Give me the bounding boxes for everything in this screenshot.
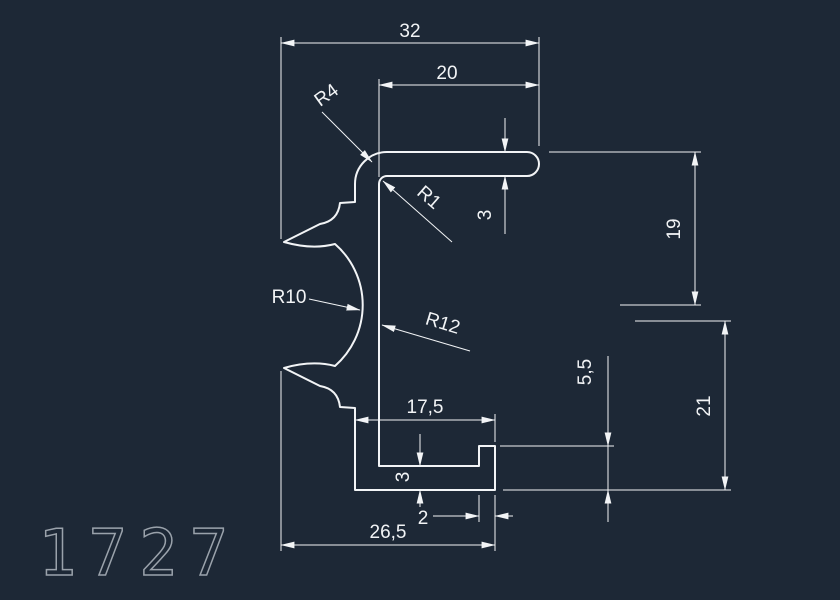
radius-inner-corner: R1 xyxy=(382,180,453,243)
dim-label-flange-thickness: 3 xyxy=(475,210,496,221)
dim-lip-height: 5,5 xyxy=(500,356,614,522)
radius-channel-outer: R12 xyxy=(381,309,471,352)
profile-number: 1727 xyxy=(38,517,240,591)
radius-outer-corner: R4 xyxy=(311,80,373,163)
dim-foot-length: 17,5 xyxy=(354,397,496,442)
dim-bottom-width: 26,5 xyxy=(280,371,496,551)
dim-label-lip-height: 5,5 xyxy=(575,359,596,385)
dim-upper-right-height: 19 xyxy=(549,151,701,306)
leader-line xyxy=(381,324,471,352)
dim-flange-thickness: 3 xyxy=(475,118,509,234)
dim-overall-width: 32 xyxy=(280,21,540,239)
dim-label-upper-right-height: 19 xyxy=(664,218,685,239)
dim-label-bottom-width: 26,5 xyxy=(370,522,407,543)
dim-lip-thickness: 2 xyxy=(418,495,513,529)
radius-label-channel-inner: R10 xyxy=(272,287,307,308)
dim-foot-thickness: 3 xyxy=(393,434,424,507)
dim-label-lower-right-height: 21 xyxy=(694,395,715,416)
radius-channel-inner: R10 xyxy=(272,287,361,311)
dim-label-foot-length: 17,5 xyxy=(407,397,444,418)
leader-line xyxy=(321,111,373,163)
leader-line xyxy=(382,180,453,243)
dim-lower-right-height: 21 xyxy=(503,320,731,491)
radius-label-outer-corner: R4 xyxy=(311,80,343,112)
dim-label-flange-length: 20 xyxy=(436,63,457,84)
profile-outline xyxy=(283,151,540,491)
dim-label-lip-thickness: 2 xyxy=(418,508,429,529)
radius-label-inner-corner: R1 xyxy=(413,182,445,214)
dim-label-overall-width: 32 xyxy=(399,21,420,42)
leader-line xyxy=(308,298,361,311)
dim-flange-length: 20 xyxy=(378,63,540,177)
radius-label-channel-outer: R12 xyxy=(423,309,462,339)
dim-label-foot-thickness: 3 xyxy=(393,472,414,483)
